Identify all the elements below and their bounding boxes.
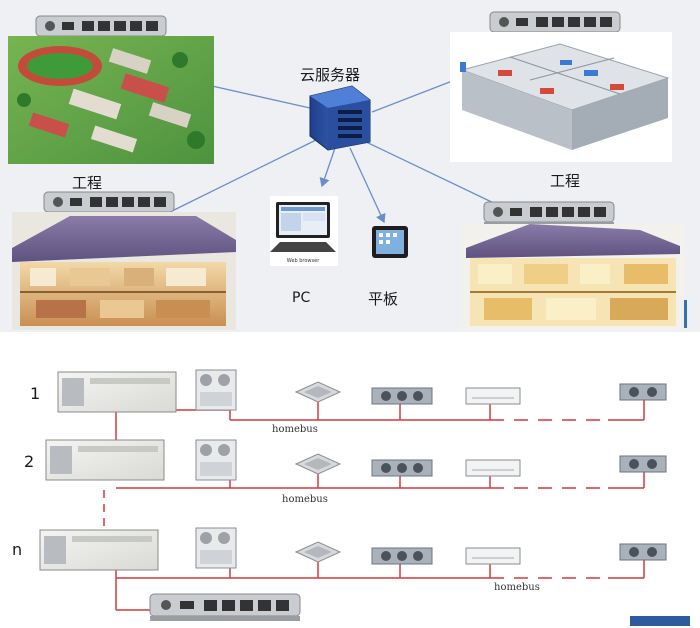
office-floorplan-image	[450, 32, 672, 162]
gateway-device-bottom	[149, 593, 301, 621]
pc-label: PC	[292, 290, 311, 306]
homebus-label-row-n: homebus	[494, 582, 540, 593]
link-villa-right	[361, 139, 501, 207]
villa-right-cutaway-image	[462, 224, 687, 330]
wall-unit-row-2	[465, 459, 521, 477]
controller-panel-row-n	[39, 529, 159, 571]
cloud-server-icon	[309, 85, 371, 151]
link-office	[371, 77, 461, 113]
link-campus	[211, 85, 311, 109]
outdoor-unit-row-1	[195, 369, 237, 411]
project-left-label: 工程	[72, 174, 103, 192]
end-duct-unit-row-n	[619, 543, 667, 561]
link-villa-left	[169, 139, 317, 213]
pc-screen-text: Web browser	[287, 258, 320, 264]
network-links	[169, 77, 501, 224]
wall-unit-row-1	[465, 387, 521, 405]
controller-panel-row-2	[45, 439, 165, 481]
villa-left-cutaway-image	[12, 212, 236, 330]
row-index-n: n	[12, 540, 23, 559]
duct-unit-row-1	[371, 387, 433, 405]
cassette-unit-row-1	[294, 381, 342, 403]
end-duct-unit-row-2	[619, 455, 667, 473]
homebus-wiring	[103, 398, 645, 611]
wall-unit-row-n	[465, 547, 521, 565]
homebus-label-row-1: homebus	[272, 424, 318, 435]
server-label: 云服务器	[300, 66, 361, 84]
tablet-icon	[372, 226, 408, 258]
duct-unit-row-2	[371, 459, 433, 477]
campus-aerial-image	[8, 36, 214, 164]
row-index-1: 1	[30, 384, 41, 403]
link-pc	[319, 147, 336, 188]
pc-computer-icon: Web browser	[270, 196, 338, 266]
link-tablet	[349, 147, 386, 224]
cassette-unit-row-2	[294, 453, 342, 475]
outdoor-unit-row-2	[195, 439, 237, 481]
outdoor-unit-row-n	[195, 527, 237, 569]
controller-panel-row-1	[57, 371, 177, 413]
duct-unit-row-n	[371, 547, 433, 565]
end-duct-unit-row-1	[619, 383, 667, 401]
project-right-label: 工程	[550, 172, 581, 190]
tablet-label: 平板	[368, 290, 399, 308]
gateway-device-villa-right	[483, 201, 615, 227]
homebus-label-row-2: homebus	[282, 494, 328, 505]
corner-accent	[630, 616, 690, 626]
row-index-2: 2	[24, 452, 35, 471]
cassette-unit-row-n	[294, 541, 342, 563]
